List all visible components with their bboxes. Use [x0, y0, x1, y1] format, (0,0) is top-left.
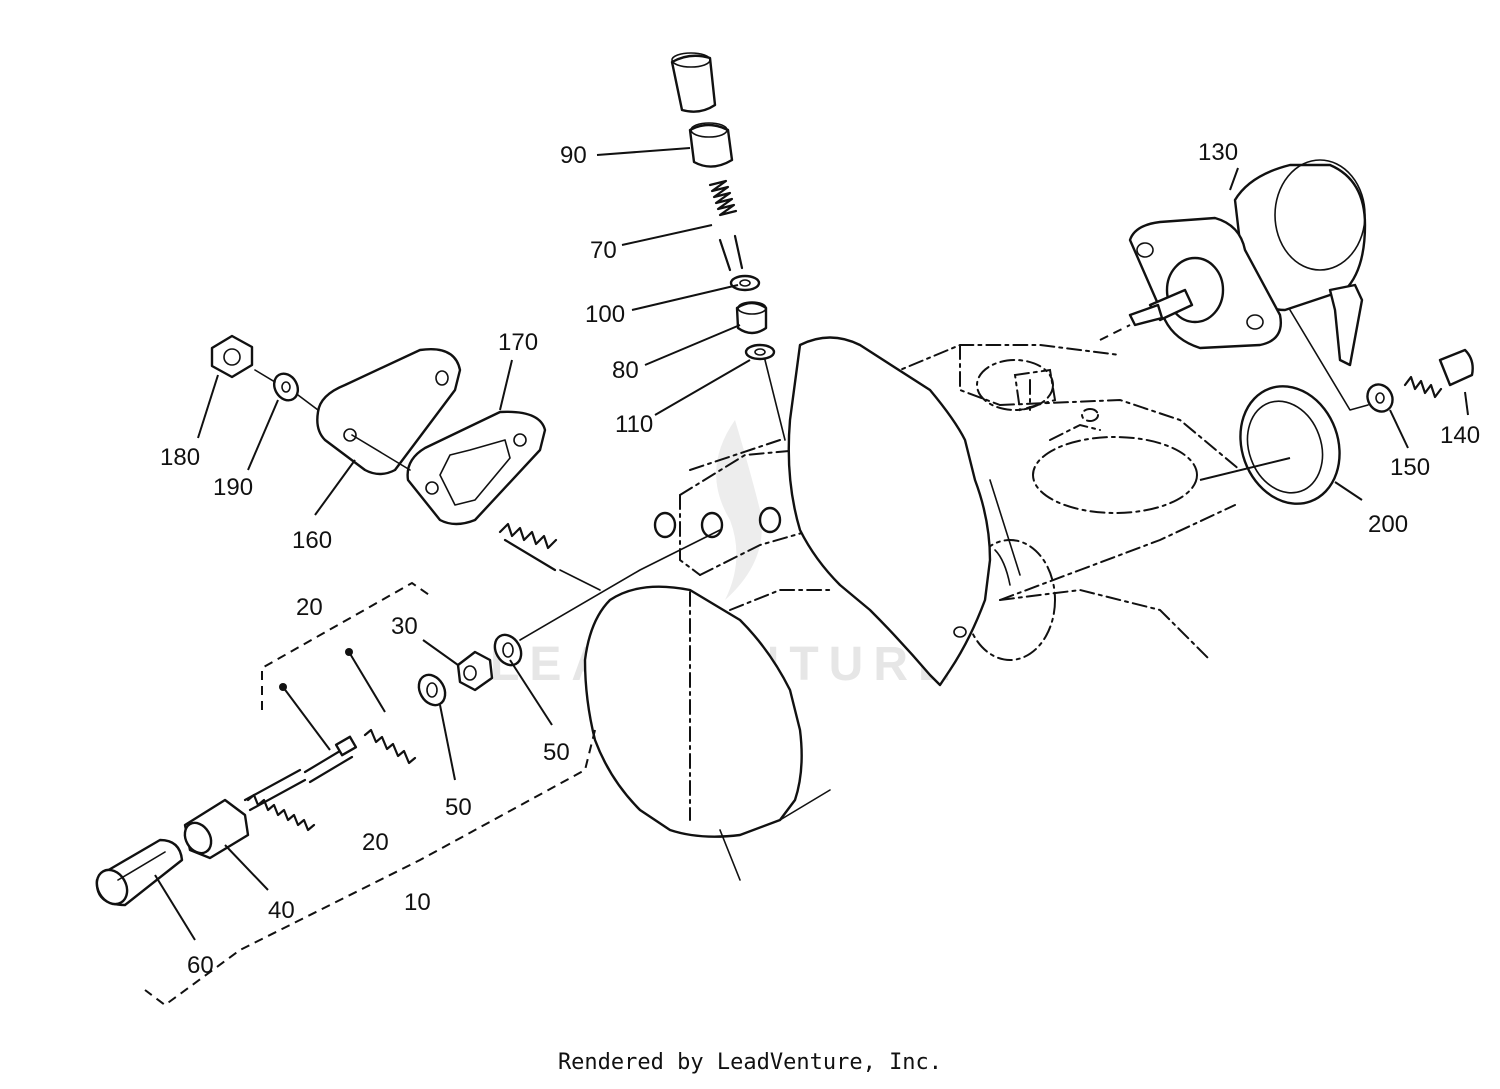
callout-130: 130	[1198, 139, 1238, 166]
part-110-washer	[744, 343, 776, 361]
part-40-nut	[183, 798, 250, 860]
part-20-spring-stem	[243, 648, 417, 832]
callout-150: 150	[1390, 454, 1430, 481]
callout-180: 180	[160, 444, 200, 471]
callout-60: 60	[187, 952, 214, 979]
part-150-washer	[1366, 383, 1394, 413]
part-60-cap	[95, 838, 184, 907]
callout-190: 190	[213, 474, 253, 501]
part-140-bolt	[1403, 348, 1474, 399]
callout-160: 160	[292, 527, 332, 554]
part-160-cover-plate	[316, 348, 462, 476]
callout-90: 90	[560, 142, 587, 169]
callout-140: 140	[1440, 422, 1480, 449]
part-180-nut	[210, 334, 254, 379]
callout-80: 80	[612, 357, 639, 384]
callout-110: 110	[615, 411, 653, 438]
part-90-cap	[670, 52, 717, 113]
callout-40: 40	[268, 897, 295, 924]
part-200-seal	[1239, 385, 1341, 505]
callout-10: 10	[404, 889, 431, 916]
callout-20b: 20	[362, 829, 389, 856]
footer-credit: Rendered by LeadVenture, Inc.	[557, 1050, 943, 1075]
part-50-washer-a	[417, 673, 447, 707]
part-90-nut	[688, 122, 734, 168]
callout-70: 70	[590, 237, 617, 264]
callout-170: 170	[498, 329, 538, 356]
callout-20a: 20	[296, 594, 323, 621]
part-100-washer	[729, 274, 761, 292]
engine-housing	[583, 336, 1241, 881]
part-30-nut	[456, 650, 494, 692]
callout-leaders	[154, 147, 1469, 941]
callout-50b: 50	[445, 794, 472, 821]
callout-200: 200	[1368, 511, 1408, 538]
callout-100: 100	[585, 301, 625, 328]
part-190-washer	[272, 372, 300, 402]
part-50-washer-b	[493, 633, 523, 667]
callout-30: 30	[391, 613, 418, 640]
assembly-frame	[144, 581, 596, 1007]
part-80-nut	[735, 301, 768, 335]
callout-50a: 50	[543, 739, 570, 766]
stud	[498, 522, 601, 591]
part-170-gasket	[406, 410, 547, 526]
part-130-solenoid	[1099, 159, 1367, 367]
part-70-spring-stem	[708, 179, 744, 272]
callout-labels: 90 70 100 80 110 130 140 150 200 170 180…	[160, 139, 1480, 979]
